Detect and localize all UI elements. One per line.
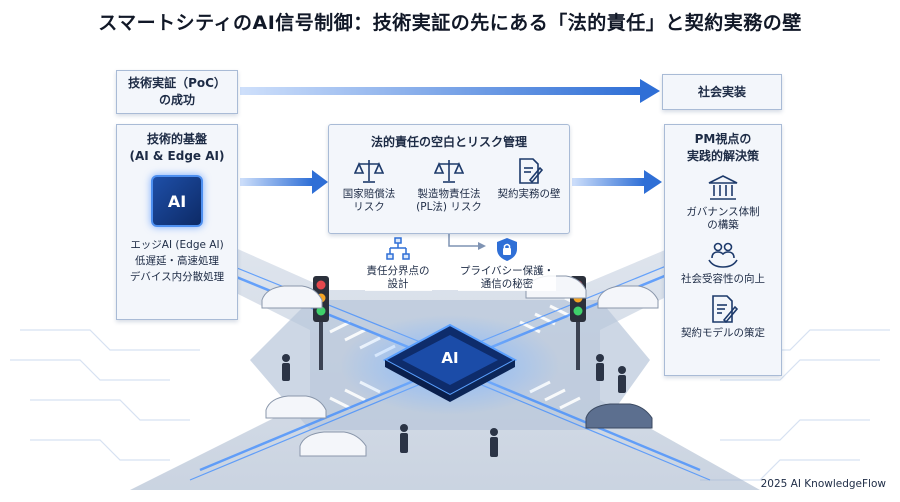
pm-solutions-box: PM視点の 実践的解決策 ガバナンス体制 の構築 社会受容性の向上 契約モデルの… (664, 124, 782, 376)
circuit-lines (10, 329, 890, 481)
legal-title: 法的責任の空白とリスク管理 (370, 135, 527, 149)
institution-icon (707, 173, 739, 203)
responsibility-boundary: 責任分界点の 設計 (352, 236, 444, 291)
legal-branch-connector (448, 234, 486, 250)
ai-chip-label: AI (167, 191, 187, 211)
social-implementation-box: 社会実装 (662, 74, 782, 110)
people-hands-icon (707, 240, 739, 270)
tech-description: エッジAI (Edge AI) 低遅延・高速処理 デバイス内分散処理 (129, 239, 225, 283)
social-label: 社会実装 (697, 84, 746, 99)
ai-chip-icon: AI (151, 175, 203, 227)
scales-icon (434, 156, 464, 186)
arrow-tech-to-legal (240, 170, 328, 194)
arrow-legal-to-pm (572, 170, 662, 194)
flowchart-icon (385, 236, 411, 262)
poc-label: 技術実証（PoC） の成功 (128, 76, 226, 107)
pedestrian-icon (282, 354, 626, 457)
document-pen-icon (707, 294, 739, 324)
credit-text: 2025 AI KnowledgeFlow (760, 478, 886, 490)
center-ai-chip (382, 323, 518, 402)
pm-item-governance: ガバナンス体制 の構築 (686, 173, 760, 232)
legal-item-product-liability: 製造物責任法 (PL法) リスク (409, 156, 489, 214)
legal-risk-box: 法的責任の空白とリスク管理 国家賠償法 リスク 製造物責任法 (PL法) リスク… (328, 124, 570, 234)
center-ai-label: AI (441, 349, 459, 367)
tech-foundation-box: 技術的基盤 (AI & Edge AI) AI エッジAI (Edge AI) … (116, 124, 238, 320)
shield-lock-icon (494, 236, 520, 262)
pm-item-contract-model: 契約モデルの策定 (681, 294, 765, 340)
car-icon (261, 275, 659, 457)
pm-title: PM視点の 実践的解決策 (686, 132, 759, 163)
legal-item-state-compensation: 国家賠償法 リスク (329, 156, 409, 214)
pm-item-social-acceptance: 社会受容性の向上 (681, 240, 765, 286)
contract-pen-icon (514, 156, 544, 186)
car-icon (585, 403, 653, 429)
legal-item-contract-wall: 契約実務の壁 (489, 156, 569, 214)
arrow-poc-to-social (240, 79, 660, 103)
page-title: スマートシティのAI信号制御：技術実証の先にある「法的責任」と契約実務の壁 (98, 12, 802, 34)
tech-title: 技術的基盤 (AI & Edge AI) (129, 132, 225, 163)
privacy-protection: プライバシー保護・ 通信の秘密 (442, 236, 572, 291)
scales-icon (354, 156, 384, 186)
poc-box: 技術実証（PoC） の成功 (116, 70, 238, 114)
